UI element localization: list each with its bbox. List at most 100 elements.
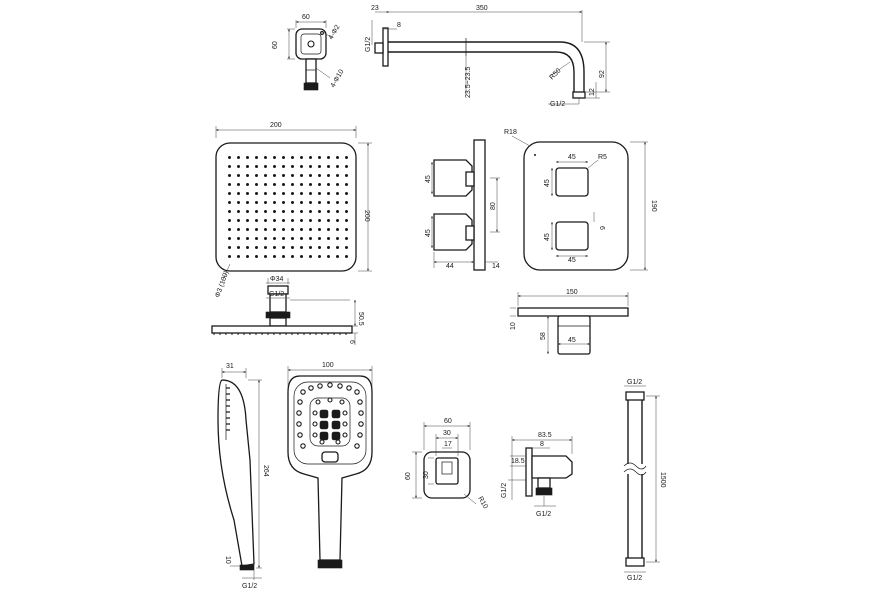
valve-side-knob-top: [433, 159, 473, 197]
holder-side-depth-dim: 83.5: [538, 432, 552, 439]
arm-offset-dim: 23: [371, 5, 379, 12]
valve-top-width-dim: 150: [566, 289, 578, 296]
arm-thread-top-dim: G1/2: [365, 37, 372, 52]
holder-front-inner-dim: 30: [443, 430, 451, 437]
elbow-width-dim: 60: [302, 14, 310, 21]
valve-front-plate: [523, 141, 629, 271]
valve-front-knob-bottom: [555, 221, 589, 251]
hand-front-thread: [317, 559, 343, 569]
valve-top-plate: [517, 307, 629, 317]
elbow-hole-dim: 4-Φ10: [330, 68, 346, 89]
hand-side-body: [217, 379, 255, 567]
hose-nut-top: [625, 391, 645, 401]
valve-side-knob-top-dim: 45: [425, 175, 432, 183]
hand-front-face: [293, 381, 367, 465]
holder-side-wall-dim: 8: [540, 441, 544, 448]
valve-knob-width-top-dim: 45: [568, 154, 576, 161]
hand-front-width-dim: 100: [322, 362, 334, 369]
valve-front-view: R18 45 R5 45 45 45 6 190: [504, 129, 657, 271]
head-shower-side-view: Φ34 G1/2 50.5 6: [211, 276, 364, 345]
holder-side-outlet-dim: 18.5: [511, 458, 525, 465]
head-thickness-dim: 6: [348, 340, 355, 344]
valve-side-plate-dim: 14: [492, 263, 500, 270]
elbow-thread: [303, 82, 319, 91]
hand-side-thread: [239, 564, 255, 571]
valve-top-knob-width-dim: 45: [568, 337, 576, 344]
hand-side-length-dim: 264: [262, 465, 269, 477]
arm-drop-dim: 92: [599, 70, 606, 78]
head-side-plate: [211, 325, 353, 334]
nozzle-dim: Φ3 (100): [214, 270, 230, 298]
valve-side-knob-bottom: [433, 213, 473, 251]
hose-drawing: G1/2 1500 G1/2: [623, 379, 666, 582]
elbow-outlet: [307, 40, 315, 48]
valve-knob-width-bottom-dim: 45: [568, 257, 576, 264]
hose-length-dim: 1500: [659, 472, 666, 488]
elbow-screw-dim: 4-Φ2: [328, 24, 342, 41]
holder-front-width-dim: 60: [444, 418, 452, 425]
holder-side-thread-side-dim: G1/2: [501, 483, 508, 498]
valve-top-knob: [557, 315, 591, 355]
hand-shower-side-view: 31 264 10 G1/2: [217, 363, 269, 590]
head-shower-top-view: 200 200 Φ3 (100): [214, 122, 372, 299]
holder-radius-dim: R10: [476, 496, 489, 511]
arm-pipe-bottom: [388, 51, 575, 92]
hose-thread-bottom-dim: G1/2: [627, 575, 642, 582]
valve-knob-height-top-dim: 45: [544, 179, 551, 187]
hose-thread-top-dim: G1/2: [627, 379, 642, 386]
valve-corner-dim: R18: [504, 129, 517, 136]
arm-end-cap: [572, 91, 586, 99]
hand-side-width-dim: 31: [226, 363, 234, 370]
nozzle-grid: [224, 150, 348, 264]
valve-gap-dim: 6: [598, 226, 605, 230]
valve-top-view: 150 10 58 45: [510, 289, 629, 355]
valve-side-view: 45 45 44 14 80: [425, 139, 500, 271]
arm-thread: [374, 42, 384, 54]
hand-side-tip-dim: 10: [224, 556, 231, 564]
head-connector-dim: Φ34: [270, 276, 283, 283]
arm-wall-flange: [382, 27, 389, 67]
arm-depth-dim: 23.5~23.5: [465, 67, 472, 98]
holder-side-thread: [535, 487, 553, 496]
hand-center-nozzles: [319, 409, 341, 441]
head-height-dim: 200: [363, 210, 370, 222]
valve-knob-height-bottom-dim: 45: [544, 233, 551, 241]
holder-front-outlet-dim: 17: [444, 441, 452, 448]
head-connector-base: [269, 317, 287, 327]
hose-nut-bottom: [625, 557, 645, 567]
valve-side-depth-dim: 44: [446, 263, 454, 270]
valve-top-knob-depth-dim: 58: [540, 332, 547, 340]
hand-side-thread-dim: G1/2: [242, 583, 257, 590]
valve-knob-radius-dim: R5: [598, 154, 607, 161]
arm-wall-dim: 8: [397, 22, 401, 29]
wall-elbow-drawing: 60 60 4-Φ2 4-Φ10: [272, 14, 346, 91]
head-thread-dim: G1/2: [269, 291, 284, 298]
head-connector-nut: [265, 311, 291, 319]
arm-thread-bottom-dim: G1/2: [550, 101, 565, 108]
holder-side-thread-bottom-dim: G1/2: [536, 511, 551, 518]
holder-front-view: 60 30 17 60 30 R10: [405, 418, 489, 510]
valve-front-knob-top: [555, 167, 589, 197]
valve-height-dim: 190: [650, 200, 657, 212]
holder-front-inner-h-dim: 30: [423, 471, 430, 479]
hand-shower-front-view: 100: [287, 362, 373, 569]
arm-radius-dim: R50: [548, 67, 562, 81]
arm-end-dim: 12: [589, 88, 596, 96]
elbow-face: [300, 33, 322, 55]
holder-front-height-dim: 60: [405, 472, 412, 480]
arm-length-dim: 350: [476, 5, 488, 12]
head-width-dim: 200: [270, 122, 282, 129]
hand-mode-button: [321, 451, 339, 463]
valve-top-thickness-dim: 10: [510, 322, 517, 330]
elbow-plate: [295, 28, 327, 60]
valve-side-spacing-dim: 80: [490, 202, 497, 210]
holder-front-outlet: [435, 457, 459, 485]
holder-side-arm: [531, 455, 573, 479]
valve-side-plate: [473, 139, 486, 271]
valve-side-knob-bottom-dim: 45: [425, 229, 432, 237]
elbow-height-dim: 60: [272, 41, 279, 49]
elbow-pipe: [305, 58, 317, 84]
screw-hole-1: [320, 31, 324, 35]
